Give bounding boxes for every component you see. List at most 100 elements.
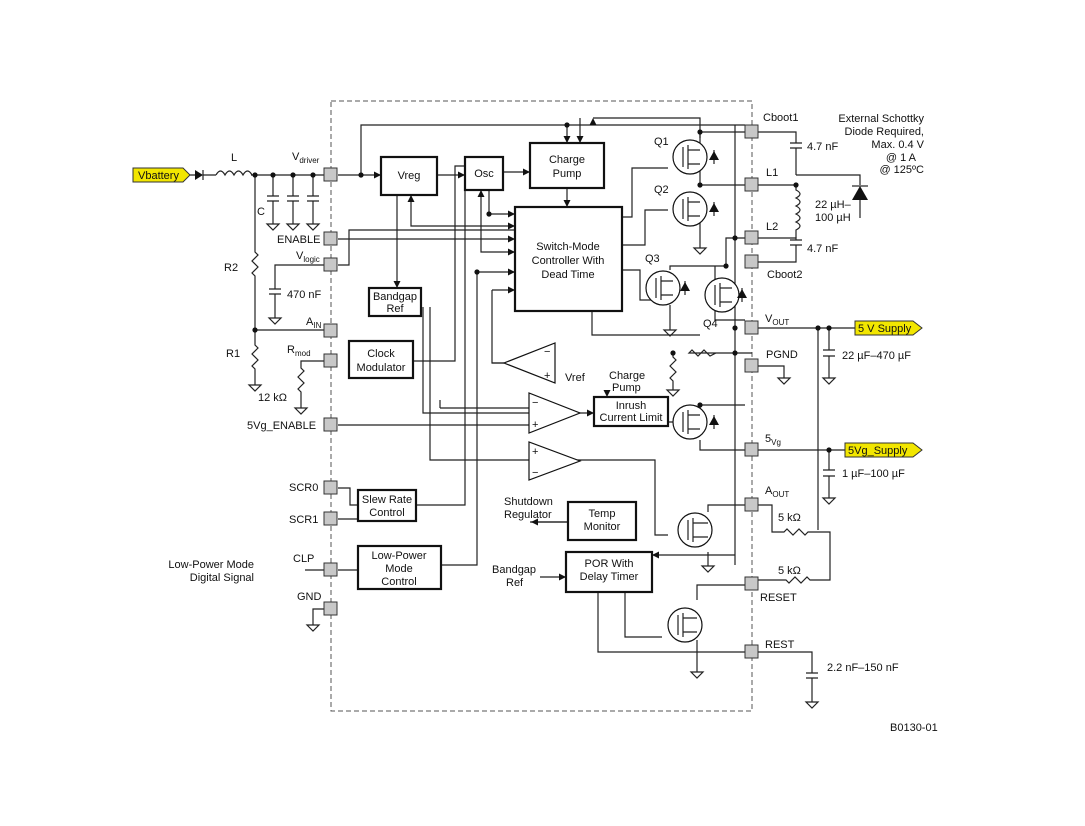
inductor-in-label: L <box>231 152 237 164</box>
temp-monitor-block: Temp Monitor <box>566 500 638 542</box>
rmod-pin-label: Rmod <box>287 344 311 358</box>
scr0-pin-label: SCR0 <box>289 482 318 494</box>
inductor-ext-label-1: 22 µH– <box>815 199 852 211</box>
por-delay-timer-block: POR With Delay Timer <box>564 550 654 594</box>
device-boundary <box>330 100 753 712</box>
vbattery-flag: Vbattery <box>132 167 191 183</box>
transistor-aout <box>677 512 713 548</box>
bandgap-in-label-2: Ref <box>506 577 524 589</box>
supply-5vg-label: 5Vg_Supply <box>848 445 908 457</box>
l2-pin-label: L2 <box>766 221 778 233</box>
lpm-label-3: Control <box>381 576 416 588</box>
clp-pin-label: CLP <box>293 553 314 565</box>
wires <box>188 117 861 702</box>
bandgap-in-label-1: Bandgap <box>492 564 536 576</box>
bandgap-label-2: Ref <box>386 303 404 315</box>
r-reset-label: 5 kΩ <box>778 565 801 577</box>
figure-id: B0130-01 <box>890 722 938 734</box>
lpm-label-1: Low-Power <box>371 550 426 562</box>
lpm-label-2: Mode <box>385 563 413 575</box>
charge-pump-label-1: Charge <box>549 154 585 166</box>
por-label-1: POR With <box>585 558 634 570</box>
r1-value-label: 12 kΩ <box>258 392 287 404</box>
bandgap-label-1: Bandgap <box>373 291 417 303</box>
bandgap-ref-block: Bandgap Ref <box>367 286 423 318</box>
vref-label: Vref <box>565 372 586 384</box>
inrush-label-1: Inrush <box>616 400 647 412</box>
schottky-note-4: @ 1 A <box>886 152 917 164</box>
cboot2-cap-label: 4.7 nF <box>807 243 838 255</box>
vdriver-pin-label: Vdriver <box>292 151 320 165</box>
vreg-block: Vreg <box>379 155 439 197</box>
cap-470-label: 470 nF <box>287 289 322 301</box>
transistor-q3 <box>645 270 690 306</box>
lp-signal-label-2: Digital Signal <box>190 572 254 584</box>
svg-text:−: − <box>532 397 538 409</box>
gnd-pin-label: GND <box>297 591 322 603</box>
pgnd-pin-label: PGND <box>766 349 798 361</box>
vbattery-label: Vbattery <box>138 170 179 182</box>
cboot2-pin-label: Cboot2 <box>767 269 802 281</box>
supply-5v-flag: 5 V Supply <box>854 320 923 336</box>
r-aout-label: 5 kΩ <box>778 512 801 524</box>
transistor-5vg <box>672 404 719 440</box>
clock-mod-label-2: Modulator <box>357 362 406 374</box>
low-power-mode-control-block: Low-Power Mode Control <box>356 544 443 591</box>
clock-modulator-block: Clock Modulator <box>347 339 415 380</box>
q1-label: Q1 <box>654 136 669 148</box>
transistor-q4 <box>704 277 747 313</box>
en5vg-pin-label: 5Vg_ENABLE <box>247 420 316 432</box>
temp-label-1: Temp <box>589 508 616 520</box>
r1-label: R1 <box>226 348 240 360</box>
svg-text:−: − <box>544 346 550 358</box>
supply-5vg-flag: 5Vg_Supply <box>844 442 923 458</box>
q2-label: Q2 <box>654 184 669 196</box>
charge-pump-block: Charge Pump <box>528 141 606 190</box>
pins <box>323 124 759 659</box>
charge-pump-label-2: Pump <box>553 168 582 180</box>
aout-comparator: +− <box>528 441 582 481</box>
slew-label-1: Slew Rate <box>362 494 412 506</box>
slew-rate-control-block: Slew Rate Control <box>356 488 418 523</box>
slew-label-2: Control <box>369 507 404 519</box>
svg-text:−: − <box>532 467 538 479</box>
supply-5v-label: 5 V Supply <box>858 323 912 335</box>
inrush-comparator: −+ <box>528 392 582 434</box>
transistor-q1 <box>672 139 719 175</box>
svg-text:+: + <box>544 370 550 382</box>
inrush-label-2: Current Limit <box>600 412 663 424</box>
l1-pin-label: L1 <box>766 167 778 179</box>
osc-label: Osc <box>474 168 494 180</box>
schottky-note-5: @ 125ºC <box>879 164 924 176</box>
cboot1-cap-label: 4.7 nF <box>807 141 838 153</box>
temp-label-2: Monitor <box>584 521 621 533</box>
reset-pin-label: RESET <box>760 592 797 604</box>
vreg-label: Vreg <box>398 170 421 182</box>
osc-block: Osc <box>463 155 505 192</box>
aout-pin-label: AOUT <box>765 485 789 499</box>
cap-rest-label: 2.2 nF–150 nF <box>827 662 899 674</box>
transistor-reset <box>667 607 703 643</box>
enable-pin-label: ENABLE <box>277 234 320 246</box>
vlogic-pin-label: Vlogic <box>296 250 320 264</box>
transistor-q2 <box>672 191 719 227</box>
inrush-current-limit-block: Inrush Current Limit <box>592 395 670 428</box>
ain-pin-label: AIN <box>306 316 322 330</box>
charge-pump-in-label-2: Pump <box>612 382 641 394</box>
vout-pin-label: VOUT <box>765 313 789 327</box>
por-label-2: Delay Timer <box>580 571 639 583</box>
q3-label: Q3 <box>645 253 660 265</box>
shutdown-label-2: Regulator <box>504 509 552 521</box>
schottky-note-1: External Schottky <box>838 113 924 125</box>
arrowheads <box>374 118 659 581</box>
schottky-note-2: Diode Required, <box>845 126 925 138</box>
rest-pin-label: REST <box>765 639 795 651</box>
svg-text:+: + <box>532 419 538 431</box>
smc-label-2: Controller With <box>532 255 605 267</box>
cboot1-pin-label: Cboot1 <box>763 112 798 124</box>
clock-mod-label-1: Clock <box>367 348 395 360</box>
lp-signal-label-1: Low-Power Mode <box>168 559 254 571</box>
r2-label: R2 <box>224 262 238 274</box>
cap-5vg-label: 1 µF–100 µF <box>842 468 905 480</box>
